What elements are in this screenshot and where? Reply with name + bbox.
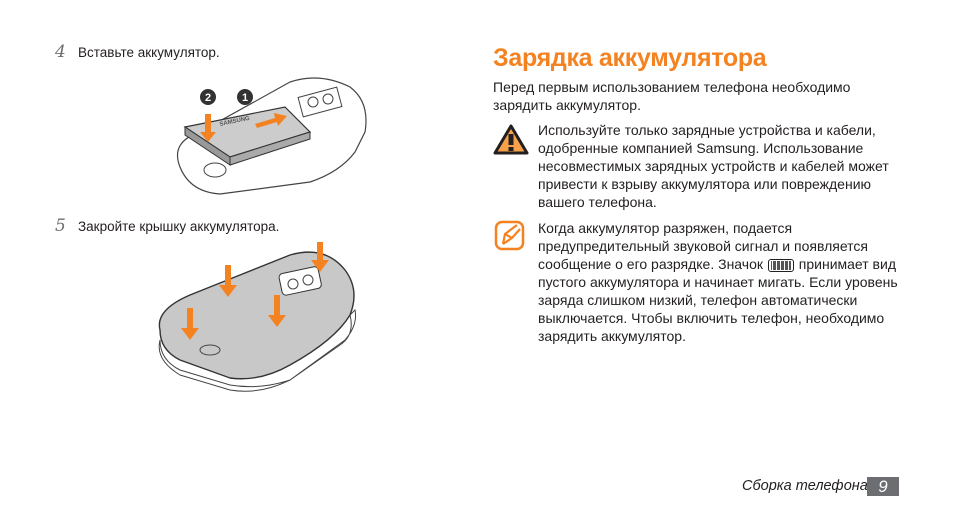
text-line: выключается. Чтобы включить телефон, нео…	[538, 310, 885, 326]
text-line: заряда слишком низкий, телефон автоматич…	[538, 292, 858, 308]
step-number: 5	[55, 216, 66, 236]
svg-text:2: 2	[205, 92, 211, 104]
svg-text:1: 1	[242, 92, 248, 104]
text-line: сообщение о его разрядке. Значок принима…	[538, 255, 898, 273]
warning-triangle-icon	[493, 124, 529, 155]
step-number: 4	[55, 42, 66, 62]
battery-insert-illustration: SAMSUNG 2 1	[176, 77, 367, 195]
text-line: пустого аккумулятора и начинает мигать. …	[538, 274, 898, 290]
note-paragraph: Когда аккумулятор разряжен, подается пре…	[538, 219, 898, 345]
arrow-down-icon	[311, 242, 329, 272]
step-text: Закройте крышку аккумулятора.	[78, 219, 280, 234]
intro-paragraph: Перед первым использованием телефона нео…	[493, 78, 850, 114]
text-fragment: принимает вид	[798, 256, 896, 272]
text-line: одобренные компанией Samsung. Использова…	[538, 140, 864, 156]
text-line: несовместимых зарядных устройств и кабел…	[538, 158, 889, 174]
arrow-down-icon	[181, 308, 199, 340]
arrow-down-icon	[200, 114, 216, 142]
text-line: предупредительный звуковой сигнал и появ…	[538, 238, 868, 254]
warning-paragraph: Используйте только зарядные устройства и…	[538, 121, 889, 211]
text-fragment: сообщение о его разрядке. Значок	[538, 256, 763, 272]
note-pencil-icon	[494, 220, 525, 251]
footer-section-name: Сборка телефона	[742, 478, 868, 494]
arrow-down-icon	[219, 265, 237, 297]
page-number: 9	[867, 477, 899, 496]
text-line: вашего телефона.	[538, 194, 657, 210]
arrow-down-icon	[268, 295, 286, 327]
text-line: Перед первым использованием телефона нео…	[493, 79, 851, 95]
arrow-right-icon	[255, 113, 287, 128]
text-line: зарядить аккумулятор.	[538, 328, 686, 344]
section-title: Зарядка аккумулятора	[493, 44, 767, 72]
battery-icon	[767, 259, 794, 272]
battery-cover-illustration	[158, 242, 356, 392]
step-text: Вставьте аккумулятор.	[78, 45, 220, 60]
text-line: Используйте только зарядные устройства и…	[538, 122, 876, 138]
text-line: привести к взрыву аккумулятора или повре…	[538, 176, 872, 192]
text-line: зарядить аккумулятор.	[493, 97, 641, 113]
text-line: Когда аккумулятор разряжен, подается	[538, 220, 793, 236]
